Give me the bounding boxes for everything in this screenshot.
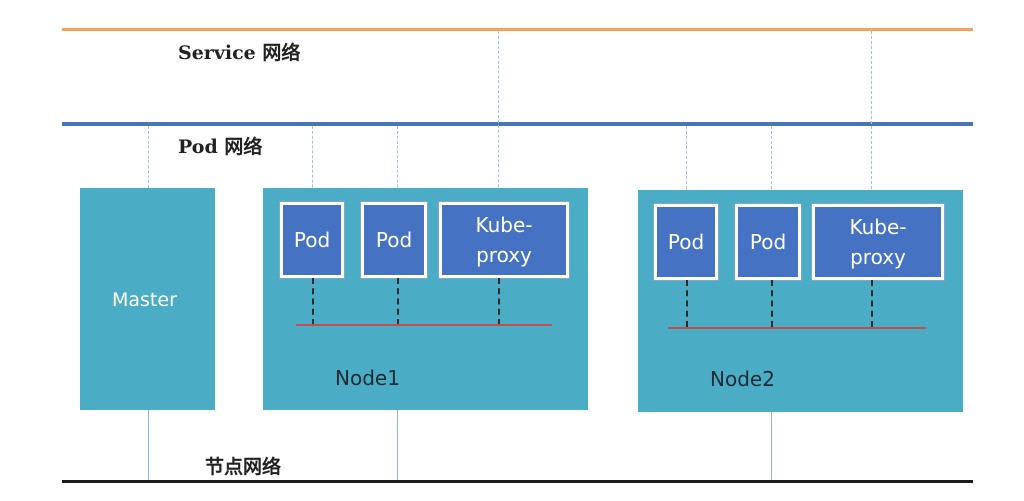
node1-kube-proxy: Kube- proxy <box>439 202 569 278</box>
pod-link-master <box>148 126 149 188</box>
master-label: Master <box>112 289 177 311</box>
service-link-node1-proxy <box>498 31 499 202</box>
node-link-master <box>148 410 149 480</box>
pod-link-node2-pod2 <box>771 126 772 204</box>
node2-pod1-bridge-link <box>686 280 688 327</box>
pod-link-node2-pod1 <box>686 126 687 204</box>
pod-link-node1-pod2 <box>397 126 398 202</box>
node-link-node2 <box>771 412 772 480</box>
pod-network-label: Pod 网络 <box>178 136 263 158</box>
node-link-node1 <box>397 410 398 480</box>
node1-bridge <box>296 324 552 326</box>
master-box: Master <box>80 188 215 410</box>
node1-pod1-bridge-link <box>312 278 314 325</box>
node-network-line <box>62 480 973 483</box>
node1-pod-1: Pod <box>280 202 344 278</box>
pod-link-node1-pod1 <box>312 126 313 202</box>
node2-pod-1: Pod <box>654 204 718 280</box>
node-network-label: 节点网络 <box>205 456 282 478</box>
node2-pod-2: Pod <box>735 204 801 280</box>
node1-proxy-bridge-link <box>498 278 500 325</box>
pod-network-line <box>62 122 973 126</box>
service-network-label: Service 网络 <box>178 42 301 64</box>
node1-label: Node1 <box>335 366 400 390</box>
node1-pod-2: Pod <box>361 202 427 278</box>
node2-bridge <box>668 327 926 329</box>
node2-kube-proxy: Kube- proxy <box>812 204 944 280</box>
node2-proxy-bridge-link <box>871 280 873 327</box>
service-network-line <box>62 28 973 31</box>
node2-label: Node2 <box>710 367 775 391</box>
node2-pod2-bridge-link <box>771 280 773 327</box>
node1-pod2-bridge-link <box>397 278 399 325</box>
service-link-node2-proxy <box>871 31 872 204</box>
